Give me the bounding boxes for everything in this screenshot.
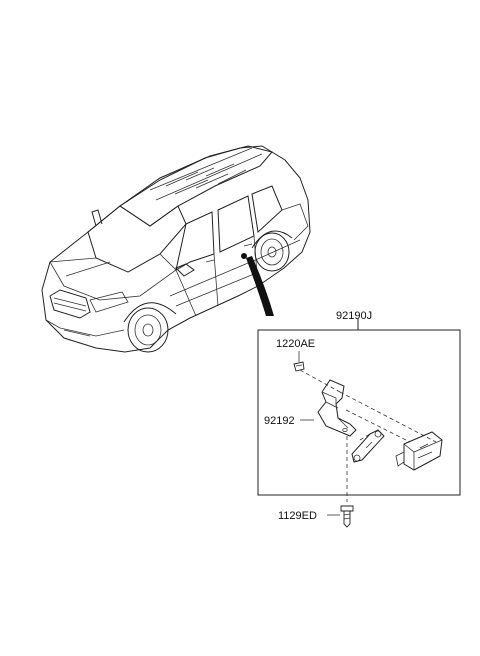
assembly-part-label: 92190J	[336, 310, 372, 322]
bracket-group: 92192	[264, 379, 357, 437]
assembly-box: 92190J	[257, 310, 461, 496]
bracket-part-label: 92192	[264, 415, 295, 427]
vehicle-illustration	[41, 145, 311, 353]
bolt-top-group: 1220AE	[276, 338, 341, 393]
link-rod-icon	[351, 429, 385, 463]
bolt-bottom-group: 1129ED	[278, 436, 354, 528]
location-pointer	[246, 256, 274, 316]
sensor-location-dot	[241, 253, 247, 259]
bolt-top-icon	[293, 361, 305, 372]
leveling-sensor-icon	[395, 431, 443, 471]
bracket-icon	[317, 379, 357, 437]
bolt-bottom-icon	[340, 505, 354, 528]
bolt-bottom-part-label: 1129ED	[278, 510, 317, 522]
bolt-top-part-label: 1220AE	[276, 338, 315, 350]
